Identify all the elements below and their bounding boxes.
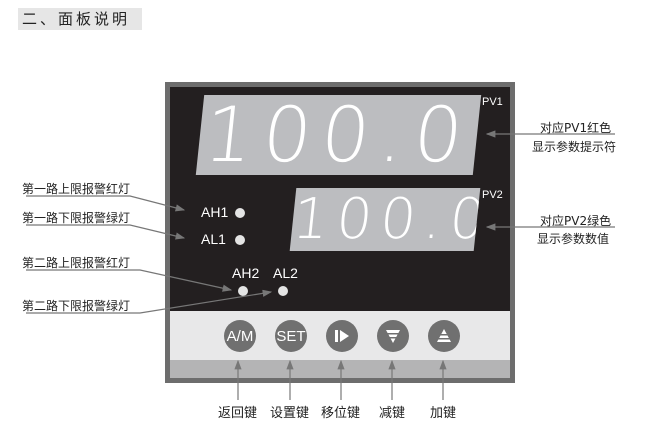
set-button[interactable]: SET — [275, 320, 307, 352]
ah1-label: AH1 — [201, 204, 229, 220]
al1-led — [235, 235, 245, 245]
up-icon — [437, 329, 451, 342]
shift-icon — [335, 330, 349, 342]
pv2-label: PV2 — [482, 189, 503, 201]
pv1-label: PV1 — [482, 96, 503, 108]
down-button[interactable] — [377, 320, 409, 352]
al2-annotation: 第二路下限报警绿灯 — [22, 299, 131, 313]
shift-button[interactable] — [326, 320, 358, 352]
up-key-label: 加键 — [430, 406, 457, 421]
al1-annotation: 第一路下限报警绿灯 — [22, 211, 131, 225]
al2-label: AL2 — [273, 265, 298, 281]
am-key-label: 返回键 — [218, 406, 258, 421]
down-key-label: 减键 — [379, 406, 406, 421]
down-icon — [386, 330, 400, 343]
ah2-led — [238, 286, 248, 296]
up-button[interactable] — [428, 320, 460, 352]
ah2-annotation: 第二路上限报警红灯 — [22, 256, 131, 270]
al2-led — [278, 286, 288, 296]
pv2-annotation-line2: 显示参数数值 — [537, 232, 610, 246]
pv1-annotation-line1: 对应PV1红色 — [540, 121, 612, 135]
ah1-led — [235, 208, 245, 218]
set-key-label: 设置键 — [270, 406, 310, 421]
shift-key-label: 移位键 — [321, 406, 361, 421]
al1-label: AL1 — [201, 231, 226, 247]
ah2-label: AH2 — [232, 265, 260, 281]
section-title: 二、面板说明 — [18, 8, 142, 30]
am-button[interactable]: A/M — [224, 320, 256, 352]
pv2-annotation-line1: 对应PV2绿色 — [540, 214, 612, 228]
ah1-annotation: 第一路上限报警红灯 — [22, 182, 131, 196]
pv1-annotation-line2: 显示参数提示符 — [532, 140, 617, 154]
